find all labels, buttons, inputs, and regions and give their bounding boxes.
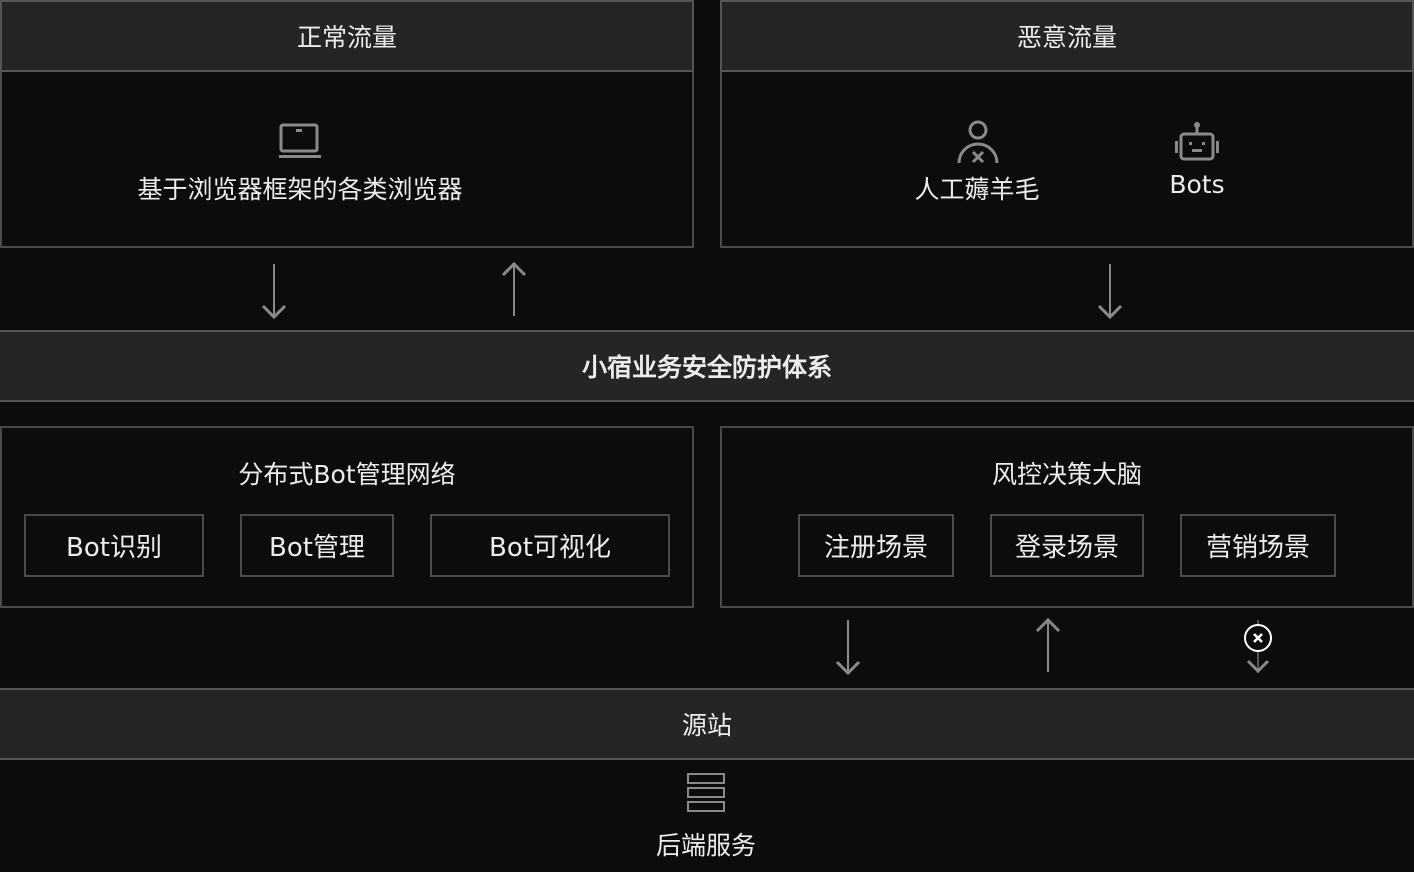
risk-brain-panel	[720, 426, 1414, 608]
arrow-up-icon	[501, 261, 527, 316]
bot-management-panel	[0, 426, 694, 608]
defense-system-bar: 小宿业务安全防护体系	[0, 330, 1414, 402]
server-icon	[687, 773, 725, 812]
arrow-down-icon	[261, 264, 287, 320]
marketing-scene-box: 营销场景	[1180, 514, 1336, 577]
bot-management-title: 分布式Bot管理网络	[238, 460, 456, 489]
laptop-icon	[279, 123, 321, 158]
bot-identify-box: Bot识别	[24, 514, 204, 577]
malicious-traffic-header: 恶意流量	[720, 0, 1414, 72]
arrow-down-icon	[835, 620, 861, 676]
arrow-down-icon	[1097, 264, 1123, 320]
browser-label: 基于浏览器框架的各类浏览器	[137, 175, 463, 204]
risk-brain-title: 风控决策大脑	[991, 460, 1143, 489]
bot-manage-box: Bot管理	[240, 514, 394, 577]
register-scene-box: 注册场景	[798, 514, 954, 577]
user-blocked-icon	[957, 120, 999, 164]
manual-abuse-label: 人工薅羊毛	[914, 175, 1040, 204]
bot-visualize-box: Bot可视化	[430, 514, 670, 577]
backend-service-label: 后端服务	[655, 831, 757, 860]
blocked-arrow-icon	[1244, 620, 1272, 674]
normal-traffic-header: 正常流量	[0, 0, 694, 72]
login-scene-box: 登录场景	[990, 514, 1144, 577]
origin-bar: 源站	[0, 688, 1414, 760]
robot-icon	[1175, 122, 1219, 161]
bots-label: Bots	[1169, 170, 1225, 199]
arrow-up-icon	[1035, 617, 1061, 672]
